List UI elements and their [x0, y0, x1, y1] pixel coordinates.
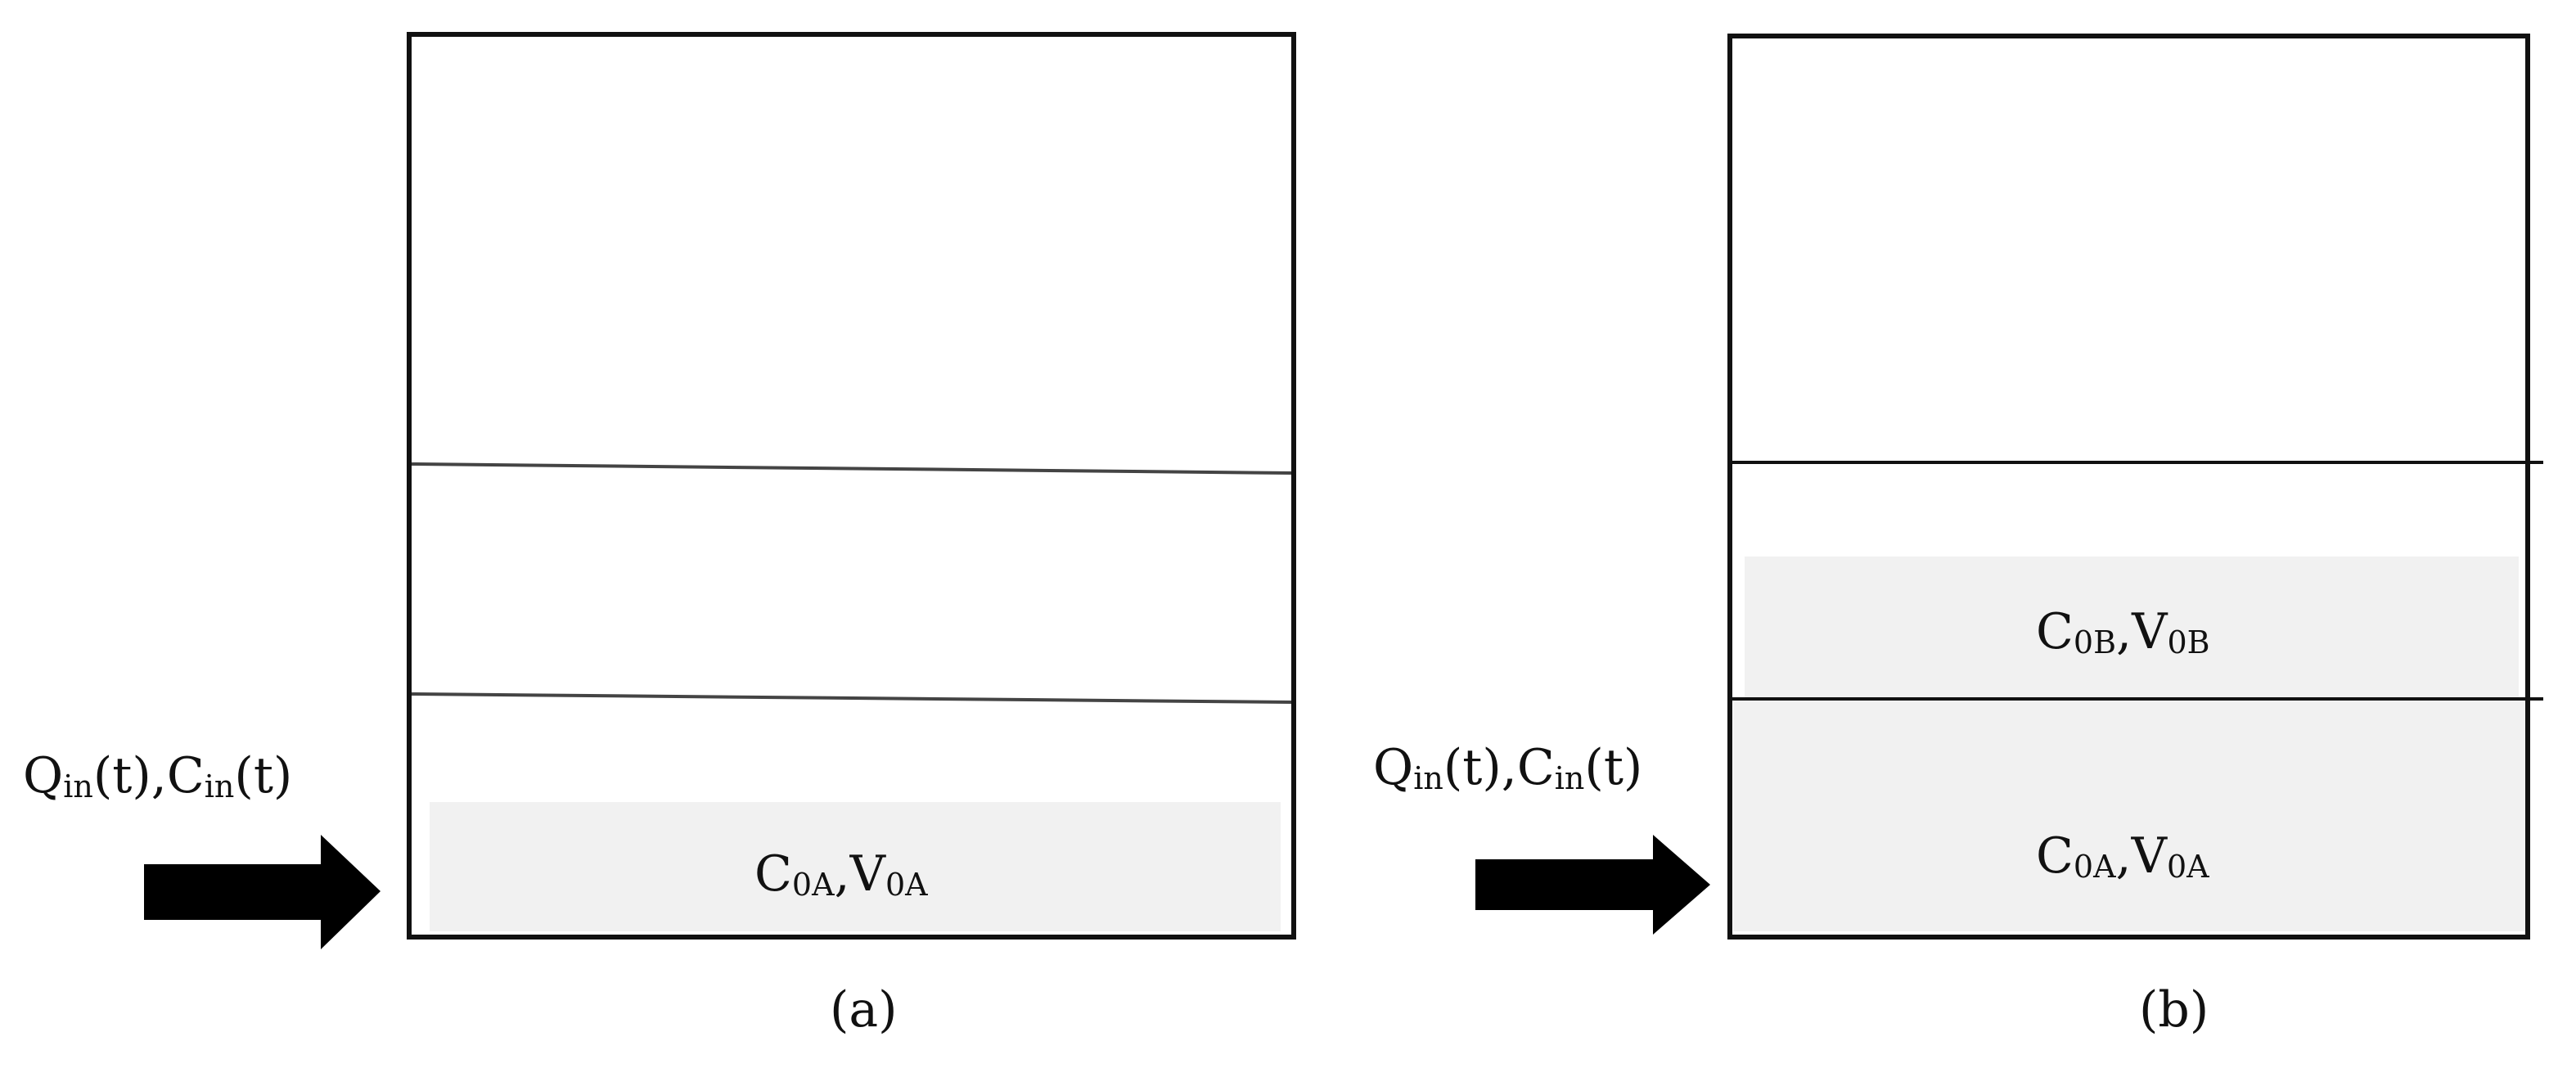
panel-b-box [1727, 34, 2530, 940]
flow-q-argument: (t), [1443, 739, 1517, 796]
layer-v-symbol: V [2132, 603, 2168, 660]
layer-separator: , [2115, 827, 2132, 885]
flow-q-argument: (t), [92, 747, 167, 804]
layer-separator: , [2116, 603, 2132, 660]
layer-c-symbol: C [2036, 603, 2074, 660]
panel-a-layer-fill [430, 802, 1281, 931]
flow-c-argument: (t) [234, 747, 293, 804]
panel-b-inflow-arrow [1475, 835, 1710, 935]
panel-a-box [407, 32, 1296, 940]
layer-c-subscript: 0A [2073, 849, 2116, 885]
layer-c-symbol: C [2036, 827, 2074, 885]
panel-a-inflow-arrow [144, 835, 381, 949]
panel-a-inflow-label: Qin(t),Cin(t) [23, 751, 292, 802]
layer-v-symbol: V [2131, 827, 2167, 885]
layer-c-subscript: 0B [2073, 624, 2117, 660]
panel-a-layer-label: C0A,V0A [754, 849, 928, 900]
panel-a-upper-divider [411, 462, 1292, 475]
flow-q-subscript: in [1413, 760, 1443, 796]
layer-c-subscript: 0A [791, 867, 835, 903]
panel-b-caption: (b) [2139, 981, 2209, 1039]
flow-q-symbol: Q [23, 747, 64, 804]
layer-c-symbol: C [754, 845, 792, 903]
layer-separator: , [834, 845, 850, 903]
flow-q-symbol: Q [1373, 739, 1414, 796]
panel-b-inflow-label: Qin(t),Cin(t) [1373, 743, 1642, 794]
layer-v-subscript: 0A [885, 867, 928, 903]
flow-c-symbol: C [166, 747, 205, 804]
layer-v-symbol: V [849, 845, 885, 903]
flow-c-argument: (t) [1584, 739, 1643, 796]
panel-b-layer-a-fill [1733, 699, 2525, 931]
panel-a-caption: (a) [830, 981, 898, 1039]
flow-q-subscript: in [63, 768, 93, 804]
layer-v-subscript: 0A [2166, 849, 2209, 885]
panel-a-lower-divider [411, 692, 1292, 704]
flow-c-subscript: in [1554, 760, 1585, 796]
flow-c-symbol: C [1516, 739, 1555, 796]
flow-c-subscript: in [204, 768, 235, 804]
layer-v-subscript: 0B [2167, 624, 2210, 660]
panel-b-layer-b-label: C0B,V0B [2036, 607, 2210, 658]
panel-b-layer-b-fill [1745, 557, 2519, 699]
panel-b-layer-a-label: C0A,V0A [2036, 831, 2209, 882]
